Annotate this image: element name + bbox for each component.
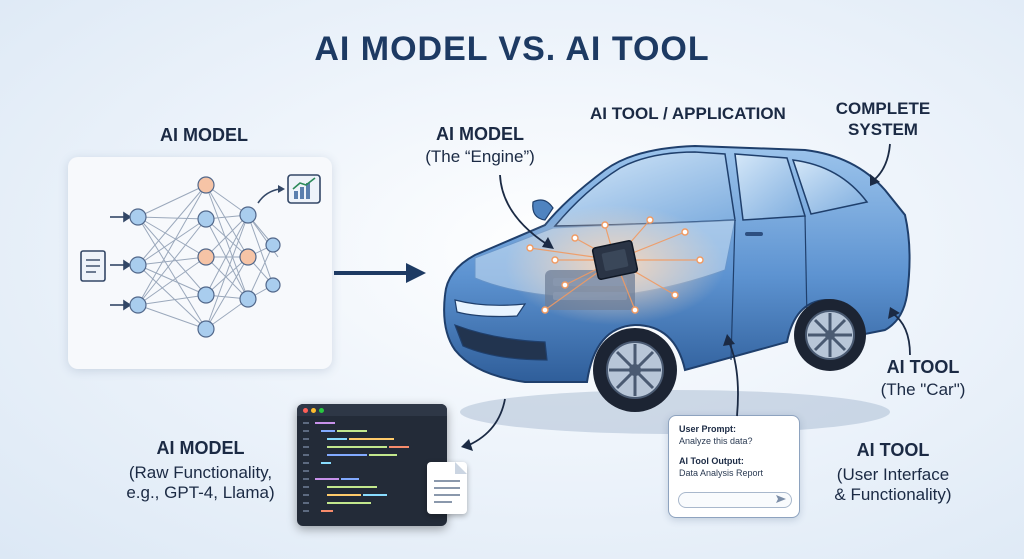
raw-model-heading: AI MODEL	[156, 438, 245, 458]
code-lines	[303, 422, 409, 512]
car-label: AI TOOL (The "Car")	[858, 357, 988, 400]
circuit-nodes	[526, 216, 704, 314]
engine-label-heading: AI MODEL	[436, 124, 524, 144]
complete-system-line2: SYSTEM	[848, 120, 918, 139]
panel-to-car-arrow	[334, 263, 426, 283]
editor-pointer-arrow	[461, 398, 506, 451]
interface-label-line1: (User Interface	[836, 465, 950, 484]
interface-label: AI TOOL (User Interface & Functionality)	[818, 440, 968, 505]
door-seam	[730, 219, 736, 361]
editor-titlebar	[297, 404, 447, 416]
tool-application-label: AI TOOL / APPLICATION	[590, 104, 786, 123]
file-icon	[427, 462, 467, 514]
output-value: Data Analysis Report	[679, 468, 764, 478]
raw-model-line1: (Raw Functionality,	[128, 463, 273, 482]
front-wheel	[593, 328, 677, 412]
neural-network-diagram	[80, 174, 321, 338]
output-label: AI Tool Output:	[679, 456, 744, 466]
grille	[453, 323, 548, 361]
complete-system-arrow	[870, 143, 891, 186]
maximize-dot-icon	[319, 408, 324, 413]
left-panel-heading: AI MODEL	[160, 125, 248, 145]
chat-window: User Prompt: Analyze this data? AI Tool …	[668, 415, 800, 518]
page-title: AI MODEL VS. AI TOOL	[314, 30, 710, 68]
complete-system-line1: COMPLETE	[835, 99, 931, 118]
document-icon	[80, 250, 106, 282]
car-label-heading: AI TOOL	[886, 357, 960, 377]
interface-label-heading: AI TOOL	[856, 440, 930, 460]
engine-label: AI MODEL (The “Engine”)	[420, 124, 540, 167]
minimize-dot-icon	[311, 408, 316, 413]
headlight	[454, 299, 527, 318]
door-handle	[745, 232, 763, 236]
car-label-sub: (The "Car")	[880, 380, 966, 399]
car-label-arrow	[888, 307, 911, 356]
chart-icon	[287, 174, 321, 204]
code-editor	[297, 404, 447, 526]
chat-pointer-arrow	[723, 334, 739, 417]
rear-wheel	[794, 299, 866, 371]
car-illustration	[443, 144, 911, 434]
raw-model-label: AI MODEL (Raw Functionality, e.g., GPT-4…	[108, 438, 293, 503]
close-dot-icon	[303, 408, 308, 413]
network-nodes	[129, 176, 281, 338]
chat-input[interactable]	[678, 492, 792, 508]
side-window-rear	[791, 159, 869, 215]
engine-pointer-arrow	[499, 174, 554, 249]
prompt-value: Analyze this data?	[679, 436, 753, 446]
send-icon[interactable]	[775, 494, 787, 504]
raw-model-line2: e.g., GPT-4, Llama)	[126, 483, 275, 502]
complete-system-label: COMPLETE SYSTEM	[823, 98, 943, 140]
input-arrows	[110, 211, 132, 311]
side-mirror	[532, 199, 554, 221]
engine-label-sub: (The “Engine”)	[425, 147, 535, 166]
interface-label-line2: & Functionality)	[834, 485, 952, 504]
output-arrow	[257, 188, 281, 204]
ai-chip	[591, 239, 639, 281]
neural-network-panel	[68, 157, 332, 369]
prompt-label: User Prompt:	[679, 424, 737, 434]
